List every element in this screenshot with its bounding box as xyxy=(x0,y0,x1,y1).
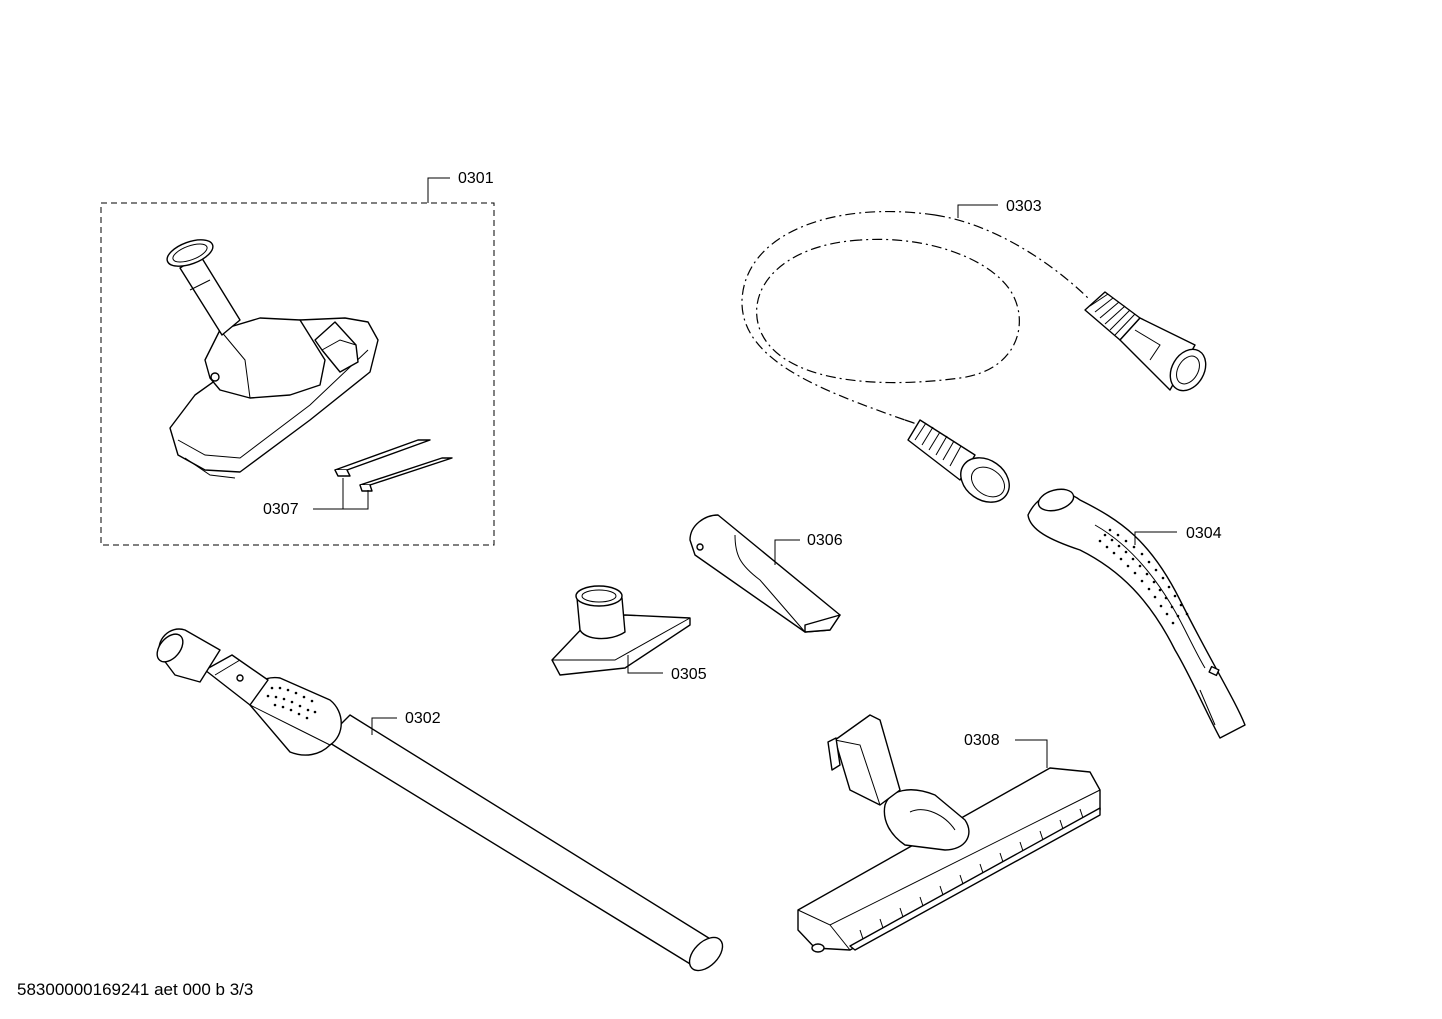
hose-0303 xyxy=(741,211,1207,503)
handle-0304 xyxy=(1027,488,1246,739)
label-0301: 0301 xyxy=(458,170,494,187)
leader-0303 xyxy=(957,204,998,218)
label-0306: 0306 xyxy=(807,532,843,549)
leader-0308 xyxy=(1015,739,1048,768)
telescopic-tube-0302 xyxy=(156,628,724,972)
label-0304: 0304 xyxy=(1186,525,1222,542)
grip-texture-0304 xyxy=(1098,528,1189,625)
leader-0301 xyxy=(427,177,450,203)
document-footer-code: 58300000169241 aet 000 b 3/3 xyxy=(17,980,254,999)
label-0307: 0307 xyxy=(263,501,299,518)
label-0308: 0308 xyxy=(964,732,1000,749)
crevice-tool-0306 xyxy=(689,514,841,633)
leader-0305 xyxy=(627,655,663,674)
grip-texture-0302 xyxy=(266,686,317,720)
label-0302: 0302 xyxy=(405,710,441,727)
parquet-nozzle-0308 xyxy=(797,714,1101,953)
label-0305: 0305 xyxy=(671,666,707,683)
leader-0306 xyxy=(774,539,800,565)
label-0303: 0303 xyxy=(1006,198,1042,215)
leader-0302 xyxy=(371,717,397,735)
upholstery-nozzle-0305 xyxy=(551,585,691,676)
assembly-group-frame xyxy=(100,202,495,546)
brush-strips-0307 xyxy=(334,439,453,492)
floor-nozzle-0301 xyxy=(166,239,379,479)
leader-0307 xyxy=(313,478,369,510)
leader-0304 xyxy=(1134,531,1177,545)
